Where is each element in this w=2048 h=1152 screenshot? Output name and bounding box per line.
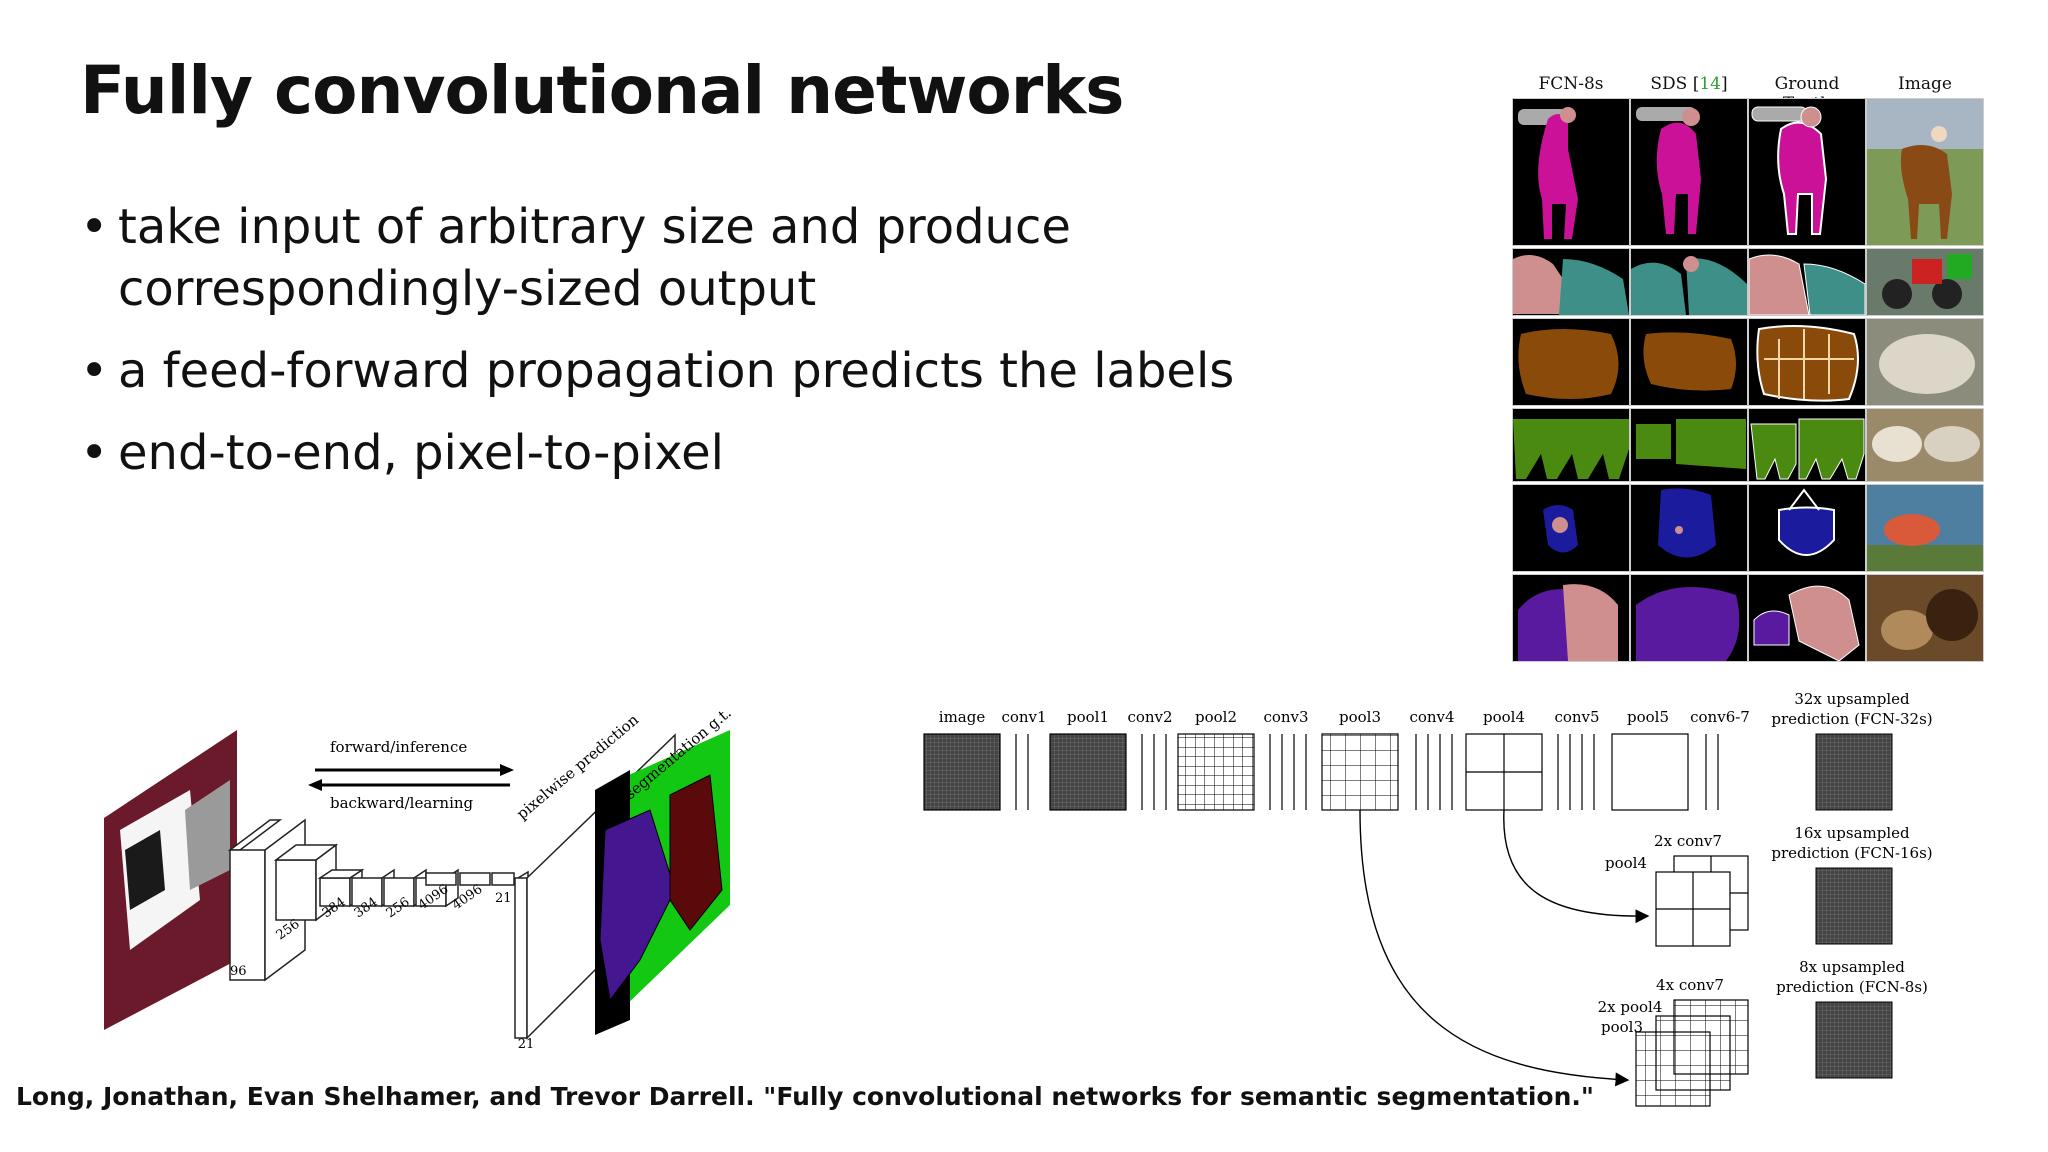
pool-grid (1611, 733, 1689, 811)
stage-label: conv5 (1554, 708, 1599, 726)
pool-grid (1177, 733, 1255, 811)
conv-lines (1141, 734, 1167, 810)
seg-cell (1866, 574, 1984, 662)
output-label: prediction (FCN-8s) (1776, 978, 1928, 996)
image-grid (923, 733, 1001, 811)
backward-arrow (308, 779, 510, 791)
output-label: prediction (FCN-16s) (1771, 844, 1932, 862)
slide-title: Fully convolutional networks (80, 52, 1124, 129)
fusion-label: pool3 (1601, 1018, 1643, 1036)
sds-reference: 14 (1699, 74, 1721, 94)
seg-cell (1512, 574, 1630, 662)
layer-number: 96 (230, 964, 247, 979)
stage-blocks (923, 733, 1719, 811)
fusion-label: 2x conv7 (1654, 832, 1722, 850)
bullet-item: end-to-end, pixel-to-pixel (80, 422, 1480, 484)
seg-cell (1630, 484, 1748, 572)
seg-cell (1866, 408, 1984, 482)
output-label: 8x upsampled (1799, 958, 1905, 976)
fusion-16s (1655, 855, 1749, 947)
pool-grid (1049, 733, 1127, 811)
pool-grid (1321, 733, 1399, 811)
stage-label: pool2 (1195, 708, 1237, 726)
forward-label: forward/inference (330, 738, 467, 756)
seg-cell (1630, 574, 1748, 662)
output-label: 16x upsampled (1794, 824, 1910, 842)
fusion-label: 4x conv7 (1656, 976, 1724, 994)
seg-cell (1512, 408, 1630, 482)
column-header-fcn8s: FCN-8s (1538, 74, 1604, 94)
seg-cell (1748, 248, 1866, 316)
conv-lines (1415, 734, 1453, 810)
skip-arrow-pool4 (1503, 809, 1650, 924)
stage-label: pool3 (1339, 708, 1381, 726)
bullet-item: a feed-forward propagation predicts the … (80, 340, 1480, 402)
column-header-sds: SDS [14] (1650, 74, 1728, 94)
fusion-label: pool4 (1605, 854, 1647, 872)
seg-cell (1748, 408, 1866, 482)
conv-lines (1015, 734, 1029, 810)
seg-cell (1630, 98, 1748, 246)
stage-label: conv6-7 (1690, 708, 1750, 726)
fusion-8s (1635, 999, 1749, 1107)
conv-lines (1705, 734, 1719, 810)
seg-cell (1748, 574, 1866, 662)
stage-label: pool1 (1067, 708, 1109, 726)
stage-label: pool5 (1627, 708, 1669, 726)
input-image (104, 730, 237, 1030)
backward-label: backward/learning (330, 794, 474, 812)
fcn-pipeline-diagram: forward/inference backward/learning pixe… (104, 704, 735, 1050)
forward-arrow (315, 764, 514, 776)
conv-lines (1269, 734, 1307, 810)
stage-label: conv1 (1001, 708, 1046, 726)
seg-cell (1512, 98, 1630, 246)
seg-cell (1512, 318, 1630, 406)
stage-label: pool4 (1483, 708, 1525, 726)
seg-cell (1748, 98, 1866, 246)
stage-label: conv4 (1409, 708, 1454, 726)
fusion-label: 2x pool4 (1598, 998, 1663, 1016)
seg-cell (1866, 318, 1984, 406)
seg-cell (1748, 484, 1866, 572)
prediction-16s (1815, 867, 1893, 945)
layer-number: 21 (518, 1037, 535, 1050)
seg-cell (1866, 484, 1984, 572)
seg-cell (1630, 318, 1748, 406)
citation: Long, Jonathan, Evan Shelhamer, and Trev… (16, 1082, 1594, 1111)
conv-lines (1557, 734, 1595, 810)
stage-label: conv2 (1127, 708, 1172, 726)
output-label: prediction (FCN-32s) (1771, 710, 1932, 728)
prediction-8s (1815, 1001, 1893, 1079)
seg-cell (1866, 248, 1984, 316)
prediction-outputs (1815, 733, 1893, 1079)
layer-number: 21 (495, 891, 512, 906)
stage-labels: image conv1 pool1 conv2 pool2 conv3 pool… (939, 708, 1750, 726)
skip-architecture-diagram: image conv1 pool1 conv2 pool2 conv3 pool… (923, 690, 1933, 1107)
bullet-list: take input of arbitrary size and produce… (80, 196, 1480, 504)
column-header-image: Image (1898, 74, 1952, 94)
seg-cell (1866, 98, 1984, 246)
output-labels: 32x upsampled prediction (FCN-32s) 16x u… (1771, 690, 1932, 996)
segmentation-results-grid: FCN-8s SDS [14] Ground Truth Image (1512, 74, 1992, 674)
seg-cell (1630, 408, 1748, 482)
stage-label: image (939, 708, 986, 726)
pool-grid-lines (1466, 734, 1542, 810)
output-label: 32x upsampled (1794, 690, 1910, 708)
seg-cell (1630, 248, 1748, 316)
seg-cell (1748, 318, 1866, 406)
seg-cell (1512, 484, 1630, 572)
segmentation-ground-truth (595, 730, 730, 1035)
seg-cell (1512, 248, 1630, 316)
bullet-item: take input of arbitrary size and produce… (80, 196, 1480, 320)
stage-label: conv3 (1263, 708, 1308, 726)
prediction-32s (1815, 733, 1893, 811)
skip-arrow-pool3 (1359, 809, 1630, 1087)
